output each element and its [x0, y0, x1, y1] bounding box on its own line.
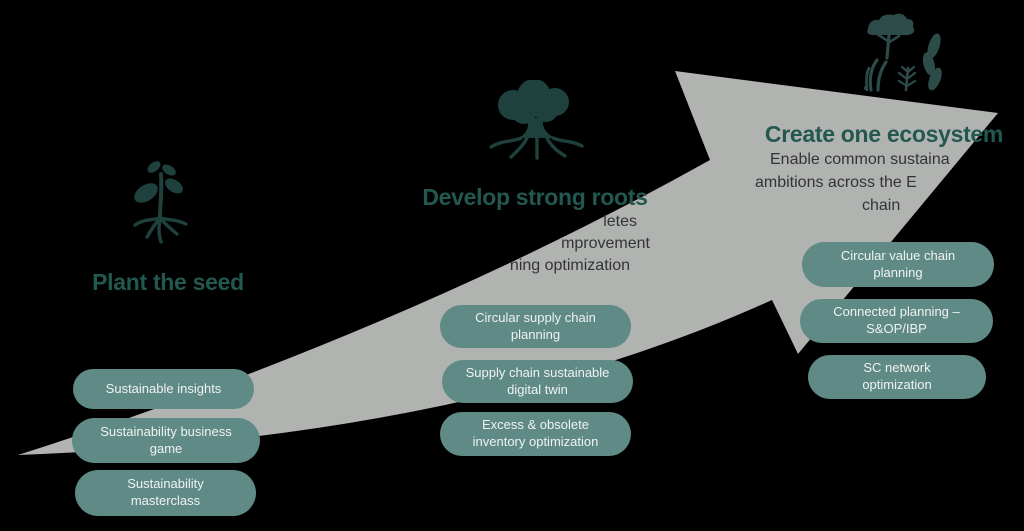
pill-label: SC network optimization	[862, 360, 932, 392]
growth-arrow-shape	[18, 71, 998, 455]
stage1-title: Plant the seed	[92, 269, 244, 295]
seedling-roots-icon	[133, 161, 188, 244]
stage2-subtitle-fragment-2: mprovement	[561, 235, 650, 252]
ecosystem-forest-icon	[864, 13, 942, 92]
pill-sustainable-insights: Sustainable insights	[73, 369, 254, 409]
pill-sustainability-masterclass: Sustainability masterclass	[75, 470, 256, 516]
pill-label: Sustainable insights	[105, 380, 222, 396]
pill-label: Connected planning – S&OP/IBP	[833, 304, 960, 336]
pill-label: Sustainability business game	[100, 423, 232, 456]
stage2-title: Develop strong roots	[422, 184, 648, 210]
pill-label: Supply chain sustainable digital twin	[465, 364, 610, 397]
pill-label: Sustainability masterclass	[127, 476, 204, 508]
stage3-title: Create one ecosystem	[764, 121, 1004, 147]
pill-circular-value-chain-planning: Circular value chain planning	[802, 242, 994, 287]
pill-label: Excess & obsolete inventory optimization	[472, 417, 599, 449]
tree-roots-icon	[489, 80, 584, 160]
stage2-subtitle-fragment-3: ning optimization	[509, 257, 630, 274]
stage2-subtitle-fragment-1: letes	[603, 213, 637, 230]
stage3-subtitle-fragment-1: Enable common sustaina	[770, 151, 950, 168]
pill-circular-supply-chain-planning: Circular supply chain planning	[440, 305, 631, 348]
pill-supply-chain-sustainable-digital-twin: Supply chain sustainable digital twin	[442, 360, 633, 403]
pill-excess-obsolete-inventory-optimization: Excess & obsolete inventory optimization	[440, 412, 631, 456]
stage3-subtitle-fragment-2: ambitions across the E	[755, 174, 917, 191]
pill-connected-planning-sop-ibp: Connected planning – S&OP/IBP	[800, 299, 993, 343]
pill-sustainability-business-game: Sustainability business game	[72, 418, 260, 463]
stage3-subtitle-fragment-3: chain	[862, 197, 901, 214]
pill-label: Circular supply chain planning	[475, 309, 596, 342]
pill-label: Circular value chain planning	[840, 247, 956, 280]
pill-sc-network-optimization: SC network optimization	[808, 355, 986, 399]
